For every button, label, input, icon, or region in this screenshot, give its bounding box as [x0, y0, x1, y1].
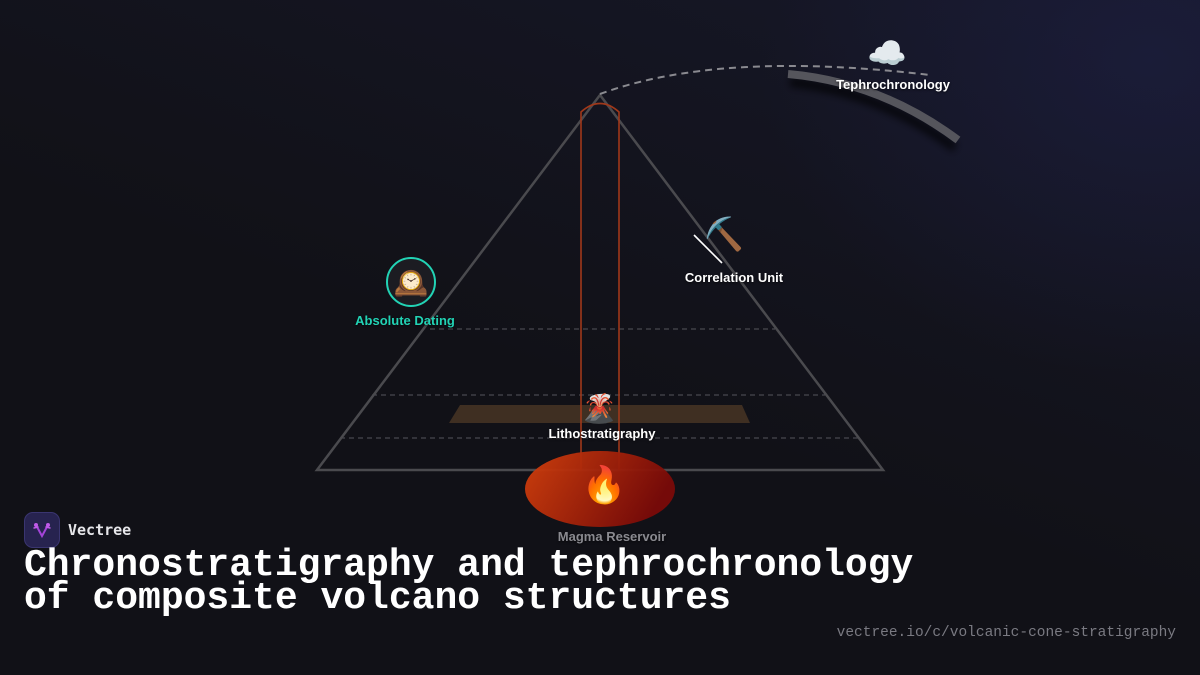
volcano-icon: 🌋: [581, 392, 617, 425]
magma-conduit: [580, 102, 620, 470]
tephrochronology-label: Tephrochronology: [836, 77, 950, 92]
lithostratigraphy-label: Lithostratigraphy: [548, 426, 656, 441]
mantelpiece-clock-icon: 🕰️: [393, 265, 429, 299]
magma-reservoir-label: Magma Reservoir: [557, 529, 667, 544]
fire-icon: 🔥: [581, 465, 627, 506]
magma-reservoir-shape: [525, 451, 675, 527]
page-url[interactable]: vectree.io/c/volcanic-cone-stratigraphy: [836, 625, 1176, 641]
ash-plume: [787, 70, 961, 144]
correlation-unit-label: Correlation Unit: [684, 270, 784, 285]
brand[interactable]: Vectree: [24, 512, 131, 548]
correlation-marker: [693, 234, 723, 264]
lithostratigraphy-band: [449, 405, 750, 423]
eruption-arc: [599, 64, 931, 95]
brand-name: Vectree: [68, 521, 132, 539]
vectree-logo-icon: [24, 512, 60, 548]
absolute-dating-node: 🕰️: [386, 257, 436, 307]
cloud-icon: ☁️: [867, 34, 907, 72]
page-title: Chronostratigraphy and tephrochronology …: [24, 544, 914, 620]
pickaxe-icon: ⛏️: [704, 215, 744, 253]
absolute-dating-label: Absolute Dating: [355, 313, 455, 328]
